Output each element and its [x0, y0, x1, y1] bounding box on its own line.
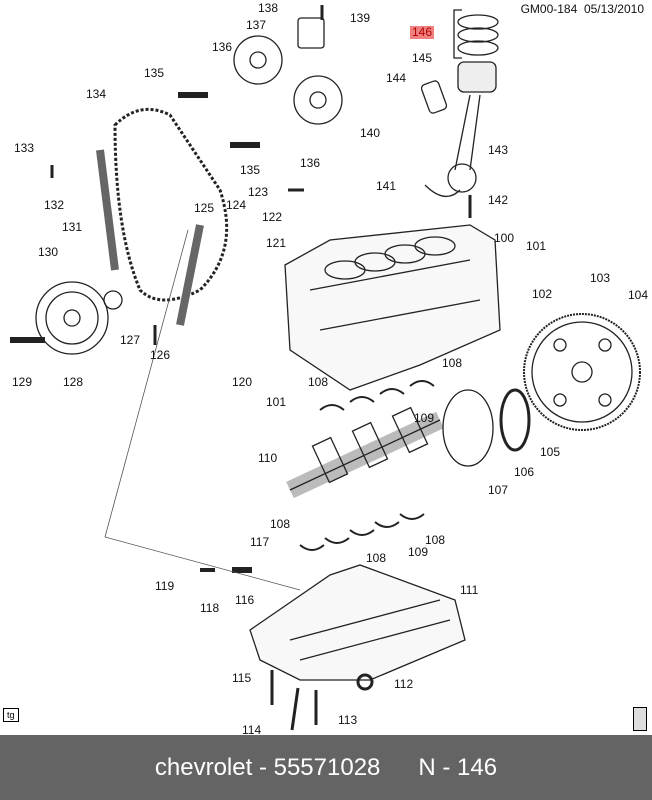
reluctor-ring — [443, 390, 493, 466]
callout-120[interactable]: 120 — [232, 375, 253, 389]
callout-122[interactable]: 122 — [262, 210, 283, 224]
callout-103[interactable]: 103 — [590, 271, 611, 285]
callout-138[interactable]: 138 — [258, 1, 279, 15]
callout-108b[interactable]: 108 — [308, 375, 329, 389]
crankshaft — [290, 408, 440, 490]
diagram-header: GM00-184 05/13/2010 — [521, 2, 644, 16]
callout-130[interactable]: 130 — [38, 245, 59, 259]
callout-109[interactable]: 109 — [414, 411, 435, 425]
callout-112[interactable]: 112 — [394, 677, 414, 691]
callout-126[interactable]: 126 — [150, 348, 171, 362]
callout-108c[interactable]: 108 — [270, 517, 291, 531]
callout-125[interactable]: 125 — [194, 201, 215, 215]
callout-104[interactable]: 104 — [628, 288, 649, 302]
parts-diagram: GM00-184 05/13/2010 139 138 137 146 136 … — [0, 0, 652, 737]
callout-139[interactable]: 139 — [350, 11, 371, 25]
callout-106[interactable]: 106 — [514, 465, 535, 479]
diagram-date: 05/13/2010 — [583, 2, 644, 16]
callout-127[interactable]: 127 — [120, 333, 141, 347]
callout-109b[interactable]: 109 — [408, 545, 429, 559]
callout-110[interactable]: 110 — [258, 451, 278, 465]
callout-131[interactable]: 131 — [62, 220, 83, 234]
callout-115[interactable]: 115 — [232, 671, 252, 685]
piston — [420, 62, 496, 114]
callout-142[interactable]: 142 — [488, 193, 509, 207]
footer-callout-number: N - 146 — [418, 753, 498, 781]
cam-sprocket-2 — [294, 76, 342, 124]
callout-132[interactable]: 132 — [44, 198, 65, 212]
callout-141[interactable]: 141 — [376, 179, 397, 193]
rear-seal — [501, 390, 529, 450]
callout-113[interactable]: 113 — [338, 713, 358, 727]
callout-105[interactable]: 105 — [540, 445, 561, 459]
callout-123[interactable]: 123 — [248, 185, 269, 199]
callout-135[interactable]: 135 — [144, 66, 165, 80]
callout-133[interactable]: 133 — [14, 141, 35, 155]
footer-bar: chevrolet - 55571028 N - 146 — [0, 735, 652, 800]
callout-108[interactable]: 108 — [442, 356, 463, 370]
callout-129[interactable]: 129 — [12, 375, 33, 389]
callout-107[interactable]: 107 — [488, 483, 509, 497]
engine-block — [285, 225, 500, 390]
callout-140[interactable]: 140 — [360, 126, 381, 140]
callout-111[interactable]: 111 — [460, 583, 479, 597]
piston-rings — [454, 10, 498, 58]
callout-100[interactable]: 100 — [494, 231, 515, 245]
callout-146-highlighted[interactable]: 146 — [410, 25, 435, 39]
callout-124[interactable]: 124 — [226, 198, 247, 212]
lower-crankcase — [250, 565, 465, 680]
callout-136b[interactable]: 136 — [300, 156, 321, 170]
callout-117[interactable]: 117 — [250, 535, 270, 549]
tg-badge: tg — [3, 708, 19, 722]
callout-108d[interactable]: 108 — [425, 533, 446, 547]
footer-part-number: chevrolet - 55571028 — [154, 753, 381, 781]
callout-118[interactable]: 118 — [200, 601, 220, 615]
callout-144[interactable]: 144 — [386, 71, 407, 85]
callout-145[interactable]: 145 — [412, 51, 433, 65]
callout-135b[interactable]: 135 — [240, 163, 261, 177]
callout-102[interactable]: 102 — [532, 287, 553, 301]
callout-101b[interactable]: 101 — [266, 395, 287, 409]
crank-pulley — [36, 282, 108, 354]
connecting-rod — [425, 95, 480, 196]
callout-143[interactable]: 143 — [488, 143, 509, 157]
flexplate — [524, 314, 640, 430]
spec-book-icon — [633, 707, 647, 731]
callout-114[interactable]: 114 — [242, 723, 262, 737]
callout-119[interactable]: 119 — [155, 579, 175, 593]
cam-sprocket-1 — [234, 36, 282, 84]
callout-108e[interactable]: 108 — [366, 551, 387, 565]
engine-exploded-drawing — [0, 0, 652, 735]
callout-137[interactable]: 137 — [246, 18, 267, 32]
callout-101[interactable]: 101 — [526, 239, 547, 253]
callout-116[interactable]: 116 — [235, 593, 255, 607]
callout-128[interactable]: 128 — [63, 375, 84, 389]
cam-sensor — [298, 18, 324, 48]
bearings — [300, 381, 434, 550]
callout-134[interactable]: 134 — [86, 87, 107, 101]
callout-136[interactable]: 136 — [212, 40, 233, 54]
diagram-code: GM00-184 — [520, 2, 578, 16]
callout-121[interactable]: 121 — [266, 236, 287, 250]
bolts — [52, 5, 470, 730]
